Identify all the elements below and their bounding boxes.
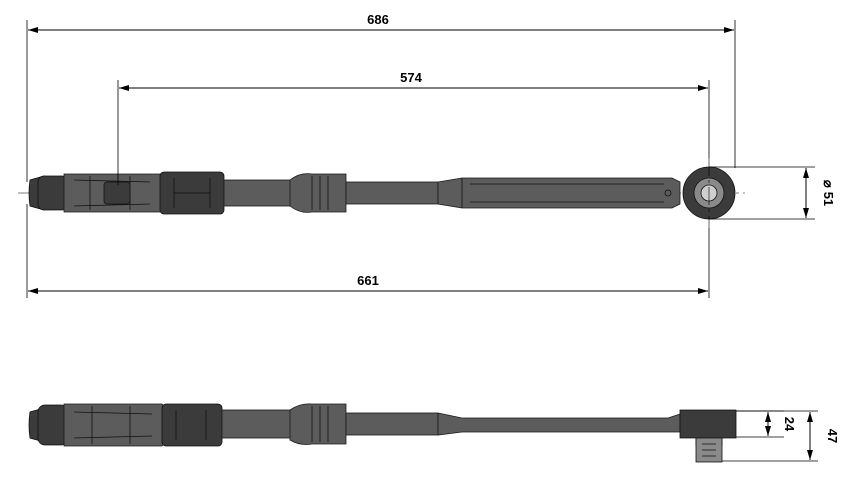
wrench-top-view xyxy=(18,158,745,228)
shaft-segment-1-top xyxy=(223,179,295,207)
lever-arm-side xyxy=(437,412,681,436)
shaft-segment-1-side xyxy=(221,409,295,439)
grip-end-side xyxy=(37,404,69,446)
collar-window-top xyxy=(173,178,211,208)
dimension-effective-length: 661 xyxy=(26,204,710,298)
dim-label-686: 686 xyxy=(367,12,389,27)
dim-label-51: 51 xyxy=(821,192,836,206)
shaft-segment-2-top xyxy=(345,181,439,205)
dim-label-47: 47 xyxy=(825,429,840,443)
collar-lines-side xyxy=(175,410,207,440)
grip-ridges-top xyxy=(73,176,151,210)
dimension-head-height: 47 xyxy=(722,410,840,462)
shaft-segment-2-side xyxy=(345,412,439,436)
grip-ridges-side xyxy=(73,406,153,444)
dim-label-51-group: ⌀ 51 xyxy=(821,180,836,206)
lever-arm-top xyxy=(437,177,681,209)
grip-end-top xyxy=(37,175,69,211)
dimension-drive-height: 24 xyxy=(736,410,797,438)
wrench-side-view xyxy=(28,403,737,463)
drive-square-lines xyxy=(702,443,716,457)
collar-side xyxy=(161,403,223,447)
shaft-rings-side xyxy=(311,406,329,442)
dim-label-24: 24 xyxy=(782,417,797,432)
dim-label-574: 574 xyxy=(400,70,422,85)
lever-arm-edges-top xyxy=(461,178,664,208)
shaft-bulge-side xyxy=(289,403,347,445)
dimension-grip-to-head: 574 xyxy=(117,70,710,185)
grip-pad-top xyxy=(103,181,131,205)
pin-top xyxy=(664,189,672,197)
shaft-bulge-top xyxy=(289,173,347,213)
dim-label-661: 661 xyxy=(357,273,379,288)
shaft-rings-top xyxy=(311,176,329,210)
drive-square-side xyxy=(695,437,723,463)
grip-side xyxy=(63,403,169,447)
dimension-head-diameter: ⌀ 51 xyxy=(709,166,836,220)
dimension-overall-length: 686 xyxy=(26,12,736,182)
diameter-symbol: ⌀ xyxy=(821,180,836,188)
